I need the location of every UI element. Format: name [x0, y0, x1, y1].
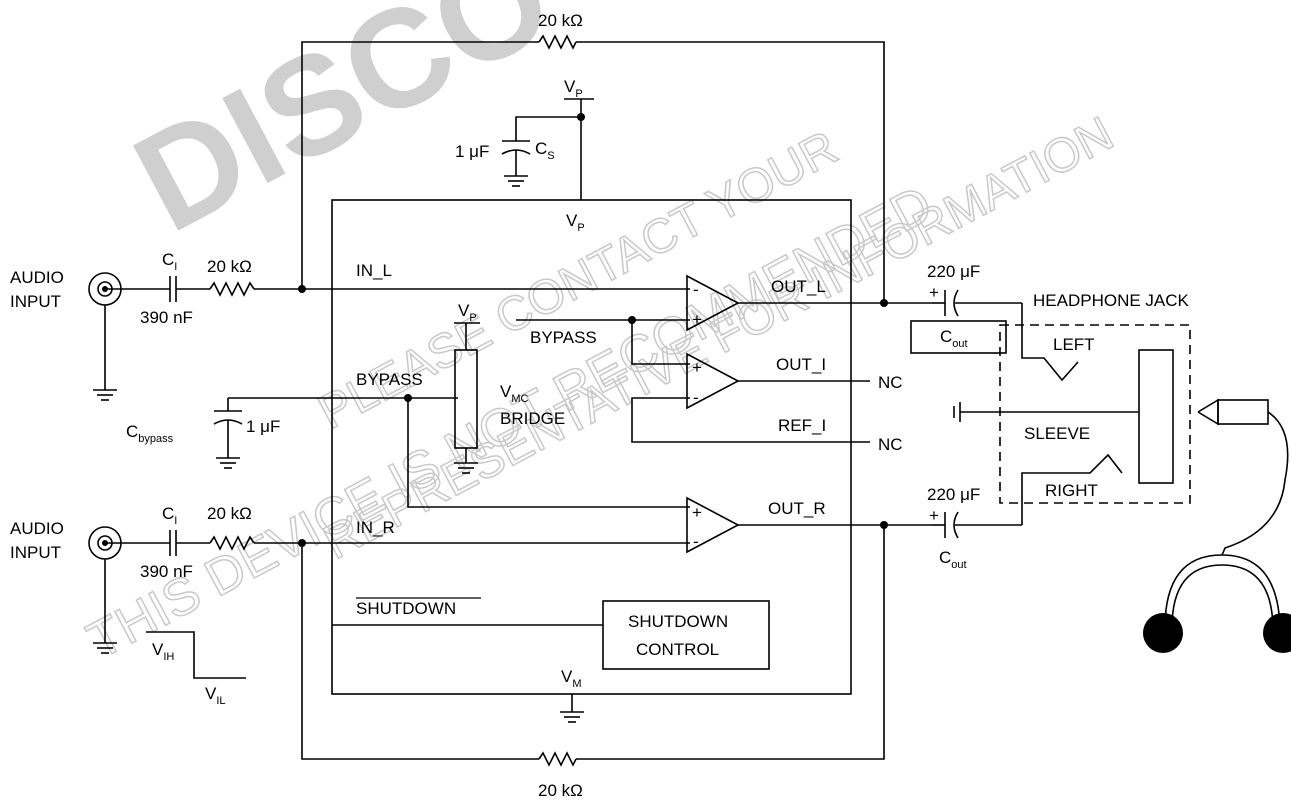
opamp-mid-minus: -	[693, 388, 699, 407]
opamp-mid-plus: +	[692, 358, 702, 377]
vp-pin-label: VP	[566, 211, 585, 234]
opamp-right: + - OUT_R	[686, 496, 932, 554]
top-feedback-network: 20 kΩ	[301, 11, 885, 303]
left-ci-label: CI	[162, 250, 177, 273]
left-audio-input: AUDIO INPUT CI 390 nF 20 kΩ	[10, 250, 332, 401]
shutdown-pin-label: SHUTDOWN	[356, 599, 456, 618]
opamp-left: - + OUT_L	[686, 274, 932, 332]
opamp-right-plus: +	[692, 503, 702, 522]
vm-label: VM	[561, 667, 582, 690]
bottom-feedback-network: 20 kΩ	[301, 525, 885, 800]
bottom-feedback-value: 20 kΩ	[538, 781, 583, 800]
vmc-bridge: VP VMC BRIDGE	[454, 301, 565, 474]
cs-label: CS	[535, 139, 555, 162]
out-i-pin: OUT_I	[776, 355, 826, 374]
cout-top-box	[910, 320, 1007, 354]
right-input-resistor-value: 20 kΩ	[207, 504, 252, 523]
headphones-icon	[1143, 411, 1291, 653]
left-input-label-1: AUDIO	[10, 268, 64, 287]
right-input-label-2: INPUT	[10, 543, 61, 562]
top-feedback-value: 20 kΩ	[538, 11, 583, 30]
top-feedback-resistor	[538, 34, 577, 50]
cbypass-value: 1 μF	[246, 417, 280, 436]
headphone-jack: HEADPHONE JACK LEFT RIGHT SLEEVE	[953, 291, 1269, 525]
left-input-resistor-value: 20 kΩ	[207, 257, 252, 276]
vmc-label: VMC	[500, 382, 529, 405]
cap-bottom-value: 220 μF	[927, 485, 980, 504]
cap-top-value: 220 μF	[927, 262, 980, 281]
vih-label: VIH	[152, 640, 174, 663]
headphone-jack-title: HEADPHONE JACK	[1033, 291, 1190, 310]
cap-bottom-plus: +	[929, 506, 939, 525]
vm-ground: VM	[560, 667, 584, 723]
right-audio-input: AUDIO INPUT CI 390 nF 20 kΩ	[10, 504, 332, 654]
in-l-pin: IN_L	[356, 261, 392, 280]
bypass-network: BYPASS Cbypass 1 μF	[126, 370, 690, 508]
vil-label: VIL	[205, 684, 226, 707]
opamp-left-minus: -	[693, 280, 699, 299]
logic-level-pulse: VIH VIL	[146, 631, 246, 707]
out-l-pin: OUT_L	[771, 277, 826, 296]
watermark-big: DISCO	[110, 0, 575, 261]
left-input-resistor	[209, 281, 255, 297]
in-r-pin: IN_R	[356, 518, 395, 537]
left-ci-value: 390 nF	[140, 308, 193, 327]
right-contact-label: RIGHT	[1045, 481, 1098, 500]
nc2-label: NC	[878, 435, 903, 454]
cap-top-plus: +	[929, 283, 939, 302]
cout-top-label: Cout	[940, 327, 968, 350]
opamp-left-plus: +	[692, 310, 702, 329]
left-input-label-2: INPUT	[10, 292, 61, 311]
left-contact-label: LEFT	[1053, 335, 1095, 354]
output-cap-bottom: 220 μF + Cout	[927, 485, 1022, 571]
cbypass-label: Cbypass	[126, 422, 174, 445]
opamp-right-minus: -	[693, 532, 699, 551]
ref-i-pin: REF_I	[778, 416, 826, 435]
cs-value: 1 μF	[455, 142, 489, 161]
vp-top-label: VP	[564, 77, 583, 100]
shutdown-control-block	[602, 600, 770, 670]
sleeve-label: SLEEVE	[1024, 424, 1090, 443]
shutdown-section: SHUTDOWN SHUTDOWN CONTROL	[332, 597, 770, 670]
out-r-pin: OUT_R	[768, 499, 826, 518]
bypass-amp-label: BYPASS	[530, 328, 597, 347]
ic-outline	[331, 199, 852, 695]
jack-body	[1138, 349, 1174, 484]
jack-outline	[999, 324, 1191, 504]
opamp-mid: + - OUT_I NC REF_I NC	[631, 352, 903, 454]
nc1-label: NC	[878, 373, 903, 392]
right-input-label-1: AUDIO	[10, 519, 64, 538]
right-ci-label: CI	[162, 504, 177, 527]
shutdown-block-line1: SHUTDOWN	[628, 612, 728, 631]
right-input-resistor	[209, 535, 255, 551]
bridge-label: BRIDGE	[500, 409, 565, 428]
output-cap-top: 220 μF + Cout	[910, 262, 1022, 354]
supply-network: VP 1 μF CS VP	[455, 77, 594, 234]
bypass-pin-label: BYPASS	[356, 370, 423, 389]
bottom-feedback-resistor	[538, 751, 577, 767]
bridge-vp-label: VP	[458, 301, 477, 324]
right-ci-value: 390 nF	[140, 562, 193, 581]
shutdown-block-line2: CONTROL	[636, 640, 719, 659]
cout-bottom-label: Cout	[939, 548, 967, 571]
